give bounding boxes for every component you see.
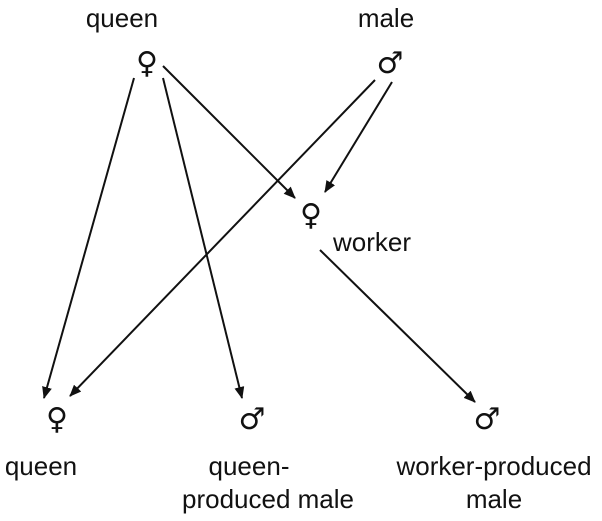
worker-produced-male-label-line1: worker-produced: [395, 451, 591, 481]
male-symbol-icon: ♂: [239, 402, 266, 437]
female-symbol-icon: ♀: [136, 46, 158, 81]
female-symbol-icon: ♀: [300, 198, 322, 233]
edges: [42, 65, 476, 403]
edge-queen-to-queen-offspring: [42, 77, 135, 399]
queen-produced-male-label-line2: produced male: [182, 484, 354, 514]
edge-worker-to-worker-produced-male: [319, 249, 476, 403]
edge-male-to-queen-offspring: [69, 79, 376, 397]
node-worker: ♀ worker: [300, 198, 411, 257]
node-queen-parent: queen ♀: [86, 3, 158, 81]
worker-label: worker: [332, 227, 411, 257]
node-worker-produced-male: ♂ worker-produced male: [395, 402, 591, 514]
female-symbol-icon: ♀: [46, 402, 68, 437]
queen-produced-male-label-line1: queen-: [209, 451, 290, 481]
male-parent-label: male: [358, 3, 414, 33]
queen-offspring-label: queen: [5, 451, 77, 481]
queen-parent-label: queen: [86, 3, 158, 33]
male-symbol-icon: ♂: [474, 402, 501, 437]
worker-produced-male-label-line2: male: [466, 484, 522, 514]
node-male-parent: male ♂: [358, 3, 414, 81]
node-queen-offspring: ♀ queen: [5, 402, 77, 481]
edge-queen-to-queen-produced-male: [162, 77, 245, 399]
node-queen-produced-male: ♂ queen- produced male: [182, 402, 354, 514]
edge-queen-to-worker: [162, 65, 296, 199]
male-symbol-icon: ♂: [377, 46, 404, 81]
edge-male-to-worker: [324, 81, 393, 193]
